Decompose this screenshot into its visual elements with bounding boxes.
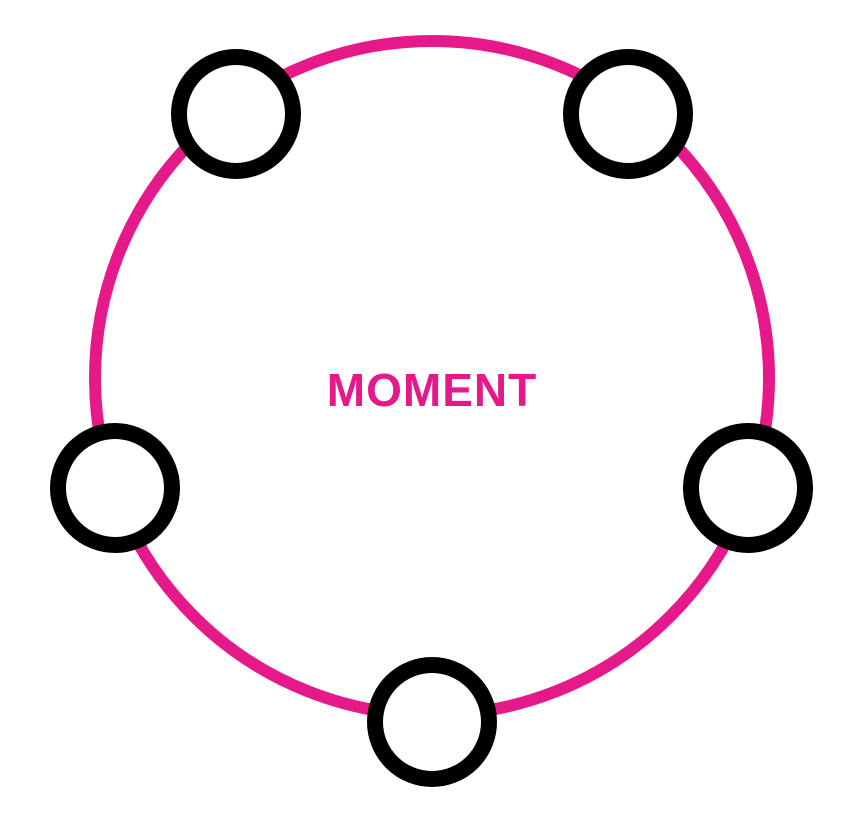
nodes-group — [50, 49, 813, 787]
node-top-left — [171, 49, 301, 179]
node-right — [683, 423, 813, 553]
node-left — [50, 423, 180, 553]
node-bottom — [367, 657, 497, 787]
node-top-right — [563, 49, 693, 179]
center-label: MOMENT — [327, 364, 537, 416]
